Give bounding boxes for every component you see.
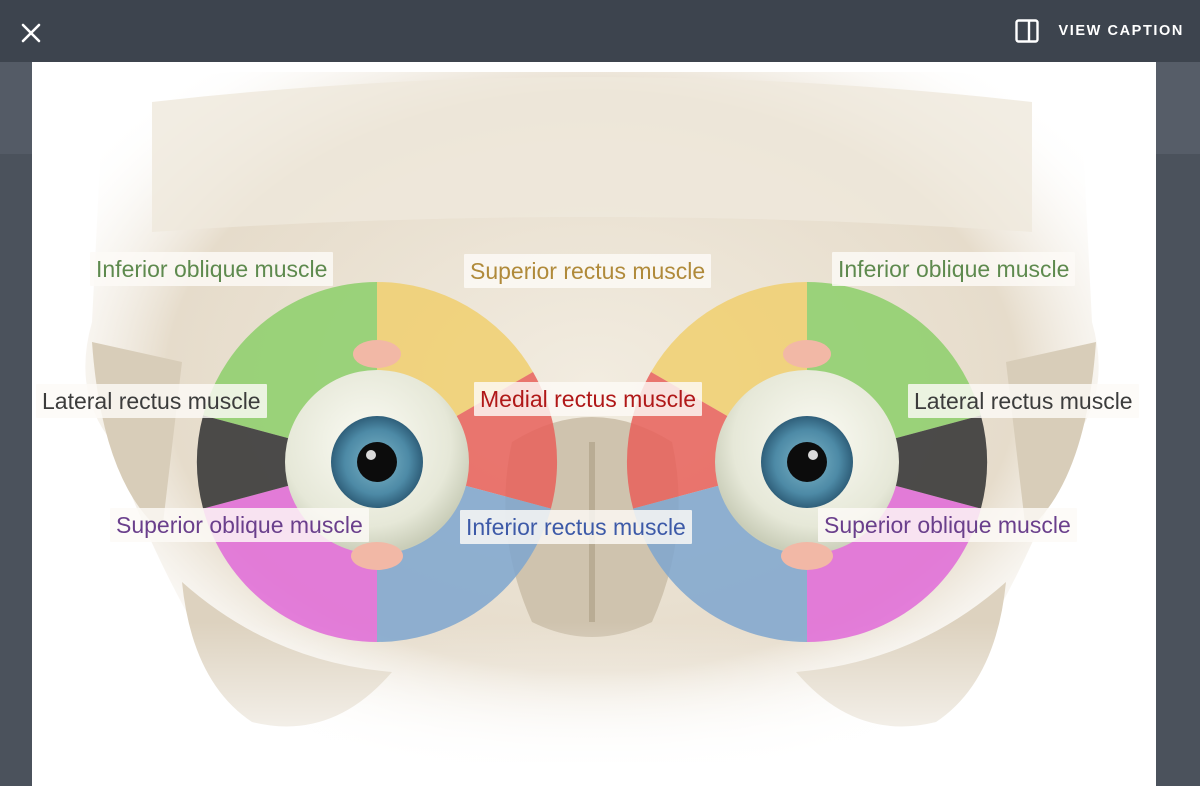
label-left-lateral-rectus: Lateral rectus muscle [36,384,267,418]
view-caption-button[interactable]: VIEW CAPTION [1014,16,1184,46]
left-orbit-wheel [196,281,558,642]
image-viewer: Inferior oblique muscle Superior rectus … [32,62,1156,786]
label-left-superior-oblique: Superior oblique muscle [110,508,369,542]
view-caption-label: VIEW CAPTION [1058,23,1184,39]
backdrop-right [1156,62,1200,786]
label-right-inferior-oblique: Inferior oblique muscle [832,252,1076,286]
backdrop-left-band [0,62,32,154]
label-left-inferior-oblique: Inferior oblique muscle [90,252,334,286]
viewer-toolbar: VIEW CAPTION [0,0,1200,62]
label-medial-rectus: Medial rectus muscle [474,382,703,416]
close-button[interactable] [14,16,48,50]
label-right-lateral-rectus: Lateral rectus muscle [908,384,1139,418]
backdrop-right-band [1156,62,1200,154]
label-superior-rectus: Superior rectus muscle [464,254,712,288]
backdrop-left [0,62,32,786]
bottom-fade [32,622,1156,786]
skull-illustration [32,72,1156,786]
skull-forehead [152,77,1032,232]
label-right-superior-oblique: Superior oblique muscle [818,508,1077,542]
close-icon [21,23,41,43]
label-inferior-rectus: Inferior rectus muscle [460,510,692,544]
right-orbit-wheel [626,281,988,642]
sidebar-panel-icon [1015,19,1040,43]
